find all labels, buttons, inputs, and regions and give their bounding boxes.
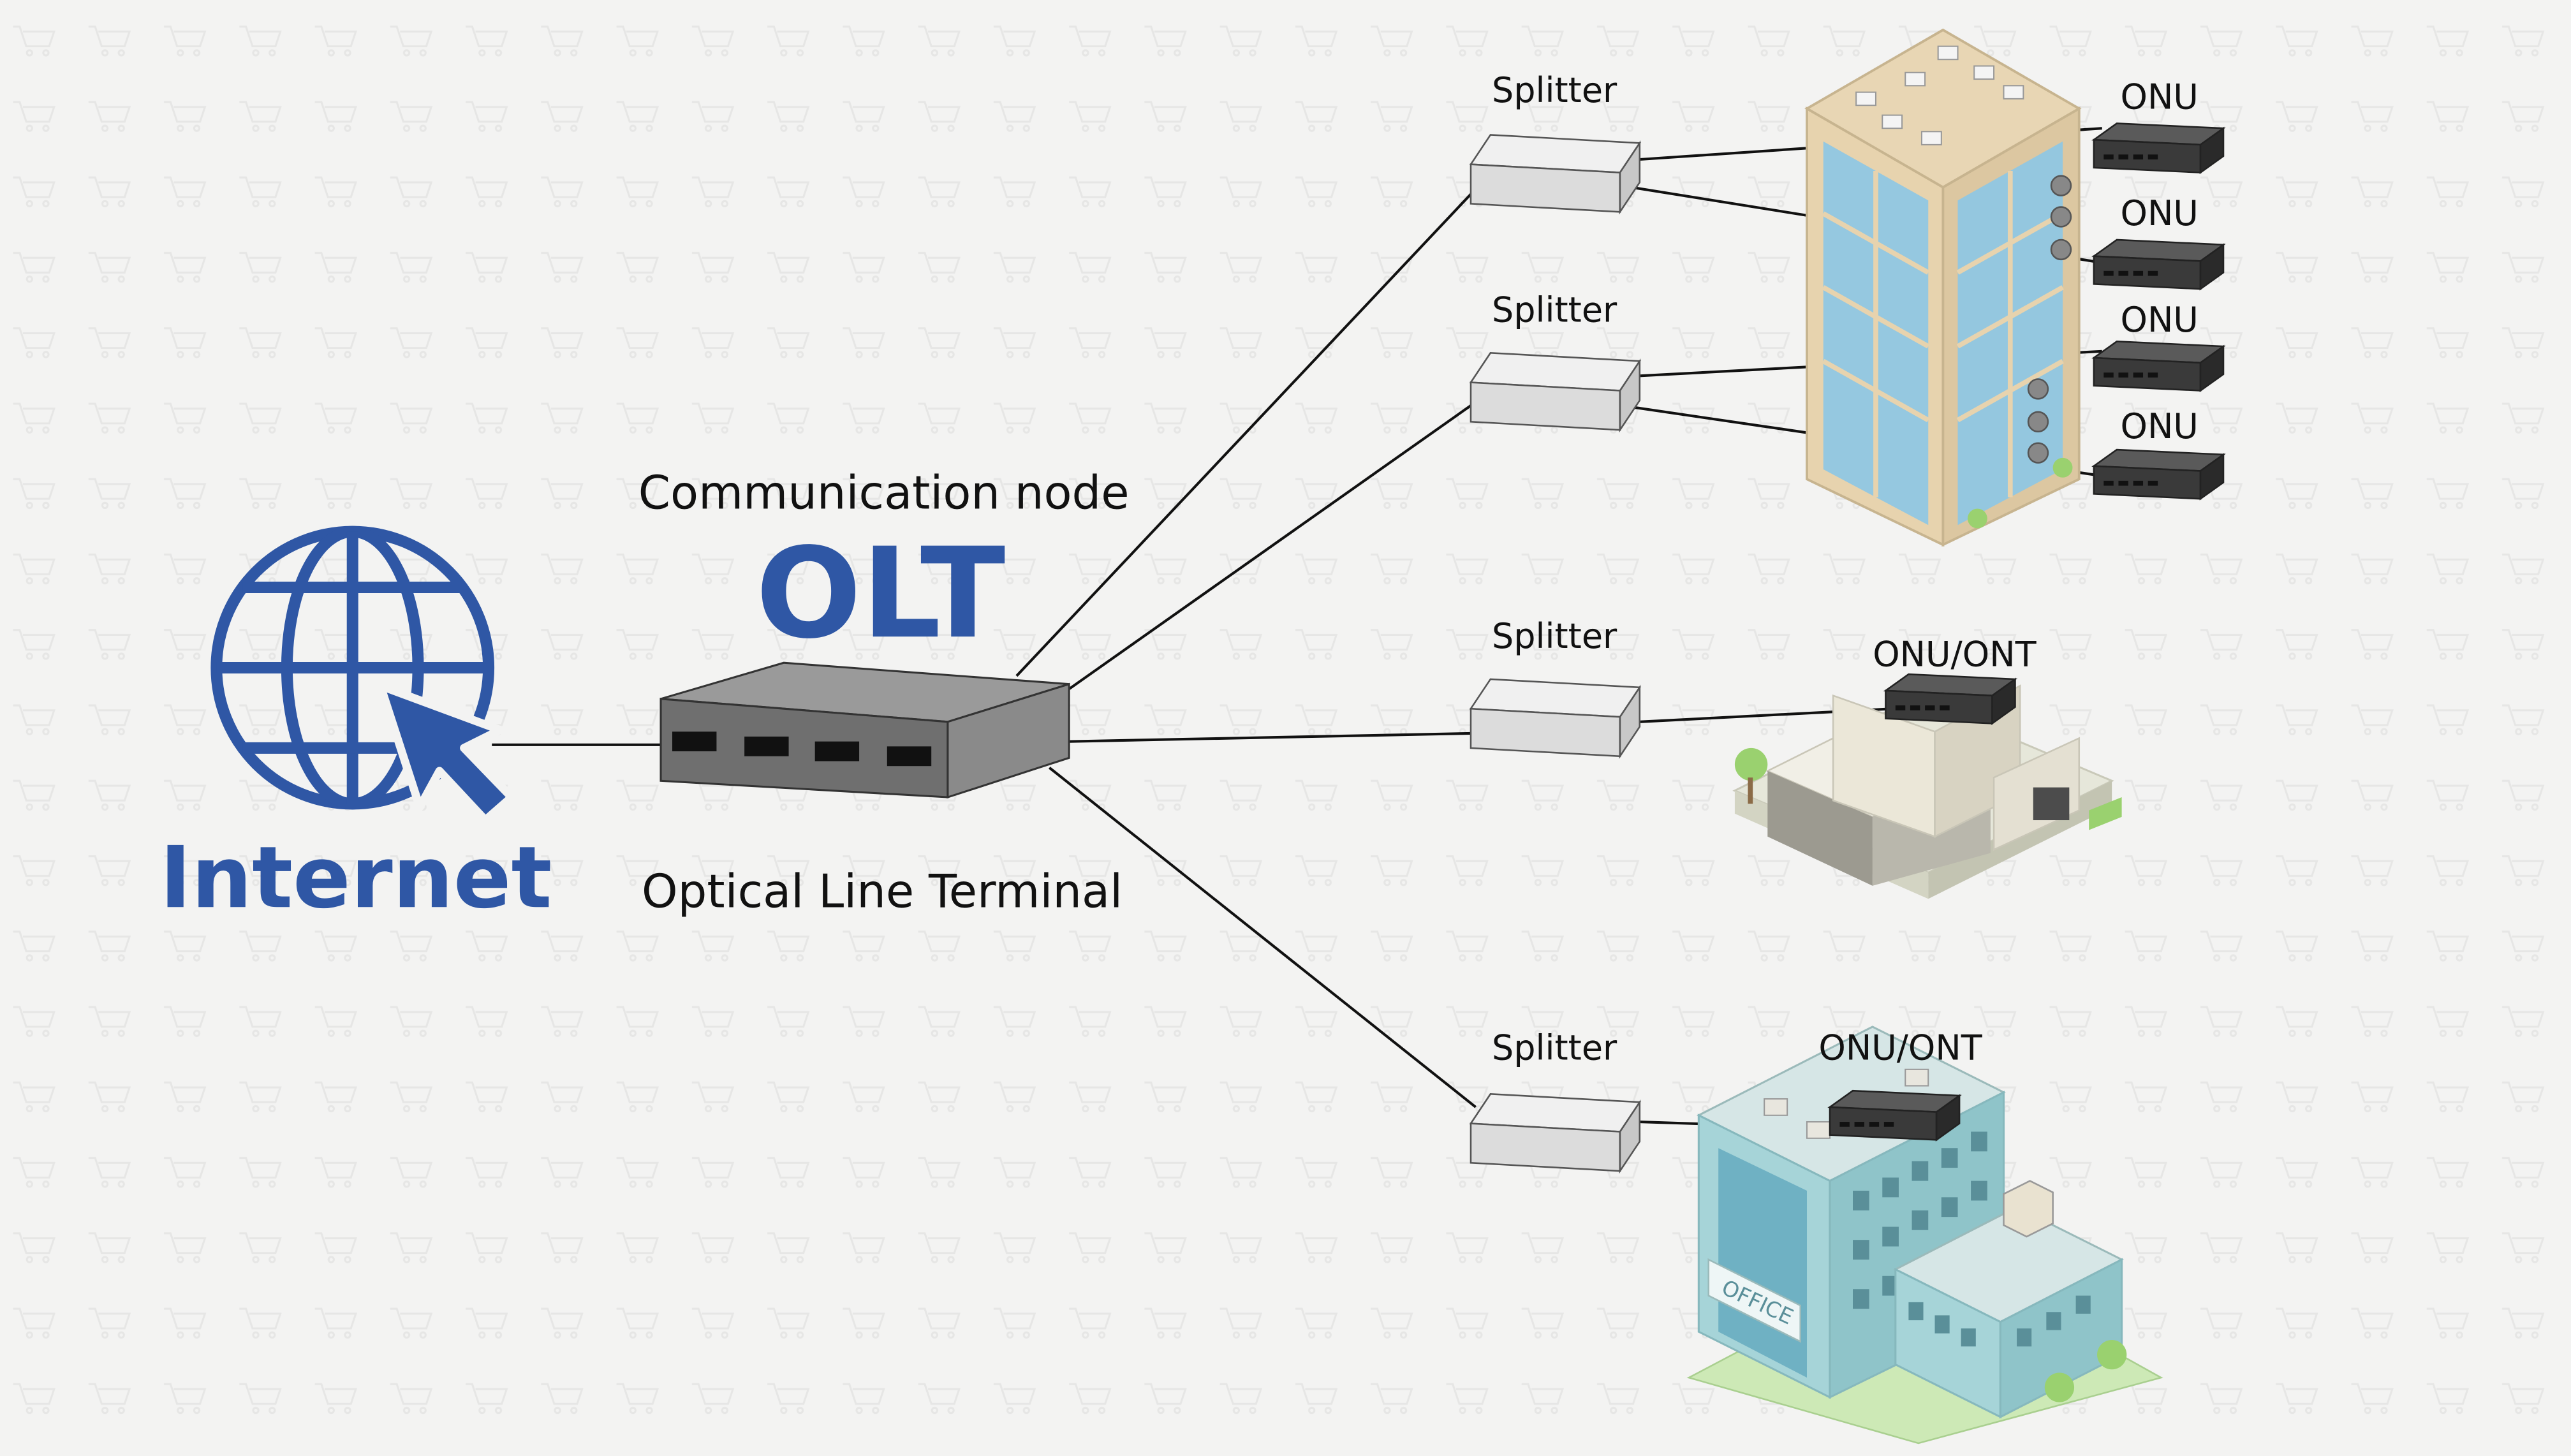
onu-devices	[1827, 122, 2226, 1142]
link-olt-splitter-3	[1069, 732, 1476, 743]
tower-onu-3	[2091, 341, 2226, 392]
house-building	[1732, 684, 2122, 899]
tower-onu-label-3: ONU	[2121, 300, 2199, 340]
olt-ports	[672, 732, 932, 767]
olt-caption-top: Communication node	[638, 466, 1130, 520]
tower-onu-label-2: ONU	[2121, 193, 2199, 233]
tower-onu-4	[2091, 448, 2226, 501]
tower-onu-1	[2091, 122, 2226, 175]
splitter-2: Splitter	[1469, 290, 1642, 433]
splitter-label-2: Splitter	[1492, 290, 1617, 330]
cursor-arrow-icon	[376, 681, 516, 825]
splitter-label-4: Splitter	[1492, 1027, 1617, 1068]
globe-icon	[210, 526, 495, 810]
link-olt-splitter-2	[1068, 401, 1477, 691]
tower-onu-label-4: ONU	[2121, 406, 2199, 446]
splitter-3: Splitter	[1469, 616, 1642, 760]
house-ont	[1883, 673, 2018, 725]
tower-onu-label-1: ONU	[2121, 77, 2199, 117]
tower-onu-2	[2091, 239, 2226, 291]
splitter-4: Splitter	[1469, 1027, 1642, 1174]
tower-building	[1804, 28, 2082, 547]
olt-caption-bottom: Optical Line Terminal	[642, 864, 1123, 918]
internet-label: Internet	[159, 828, 552, 927]
splitter-label-3: Splitter	[1492, 616, 1617, 656]
office-ont-label: ONU/ONT	[1818, 1027, 1982, 1068]
splitter-1: Splitter	[1469, 70, 1642, 215]
link-olt-splitter-1	[1015, 188, 1477, 677]
link-olt-splitter-4	[1049, 767, 1477, 1108]
office-building: OFFICE	[1686, 1026, 2163, 1445]
olt-title: OLT	[756, 522, 1006, 666]
splitter-label-1: Splitter	[1492, 70, 1617, 110]
house-ont-label: ONU/ONT	[1873, 634, 2037, 674]
office-ont	[1827, 1089, 1962, 1142]
olt-device	[659, 661, 1070, 799]
